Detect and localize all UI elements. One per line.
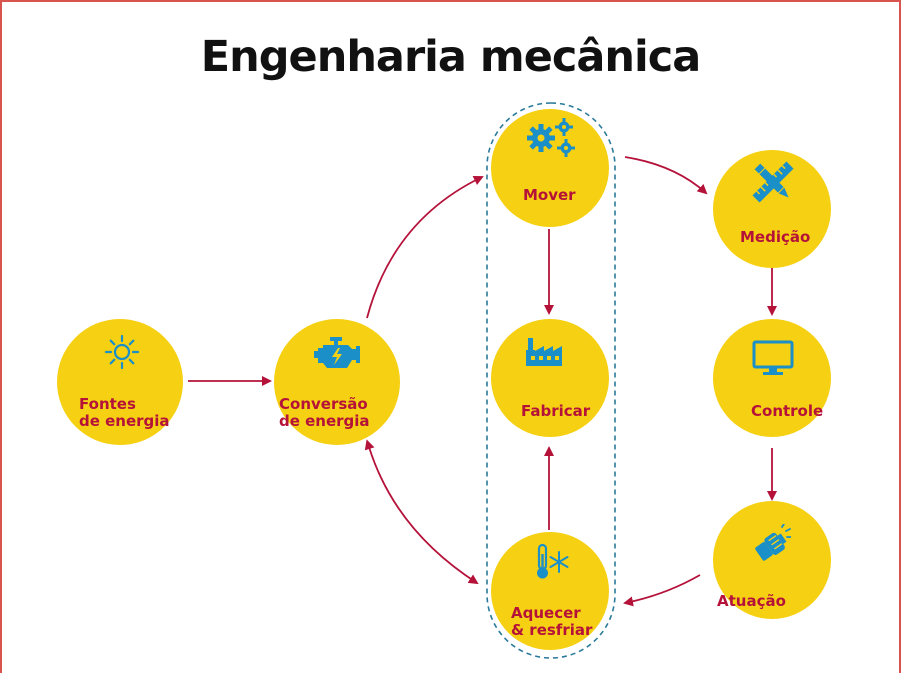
node-fabricar — [491, 319, 609, 437]
node-medicao — [713, 150, 831, 268]
node-medicao-label: Medição — [740, 228, 811, 246]
arrow-conversao-aquecer-bidirectional — [364, 439, 479, 585]
node-fontes-label-line2: de energia — [79, 412, 170, 430]
factory-icon — [526, 338, 562, 366]
node-fabricar-label: Fabricar — [521, 402, 591, 420]
frame-border-right — [899, 0, 901, 673]
node-aquecer-resfriar — [491, 532, 609, 650]
node-atuacao-label: Atuação — [717, 592, 786, 610]
node-aquecer-label-line2: & resfriar — [511, 621, 593, 639]
monitor-icon — [752, 340, 794, 375]
thermometer-snowflake-icon — [537, 544, 569, 579]
process-group-outline — [486, 102, 616, 659]
diagram-title: Engenharia mecânica — [200, 32, 701, 82]
node-aquecer-label-line1: Aquecer — [511, 604, 581, 622]
ruler-pencil-icon — [752, 161, 794, 203]
arrow-mover-to-medicao — [624, 156, 708, 195]
node-conversao-label-line2: de energia — [279, 412, 370, 430]
node-fontes-label-line1: Fontes — [79, 395, 136, 413]
node-fontes-energia — [57, 319, 183, 445]
node-atuacao — [713, 501, 831, 619]
frame-border-left — [0, 0, 2, 673]
sun-icon — [104, 334, 140, 370]
node-mover-label: Mover — [523, 186, 576, 204]
frame-border-top — [0, 0, 901, 2]
arrow-conversao-to-mover — [366, 175, 484, 319]
node-controle-label: Controle — [751, 402, 824, 420]
engine-icon — [314, 337, 360, 368]
node-conversao-label-line1: Conversão — [279, 395, 368, 413]
gears-icon — [527, 118, 575, 157]
node-controle — [713, 319, 831, 437]
actuator-hand-icon — [755, 524, 791, 561]
arrow-atuacao-to-aquecer — [623, 574, 701, 607]
